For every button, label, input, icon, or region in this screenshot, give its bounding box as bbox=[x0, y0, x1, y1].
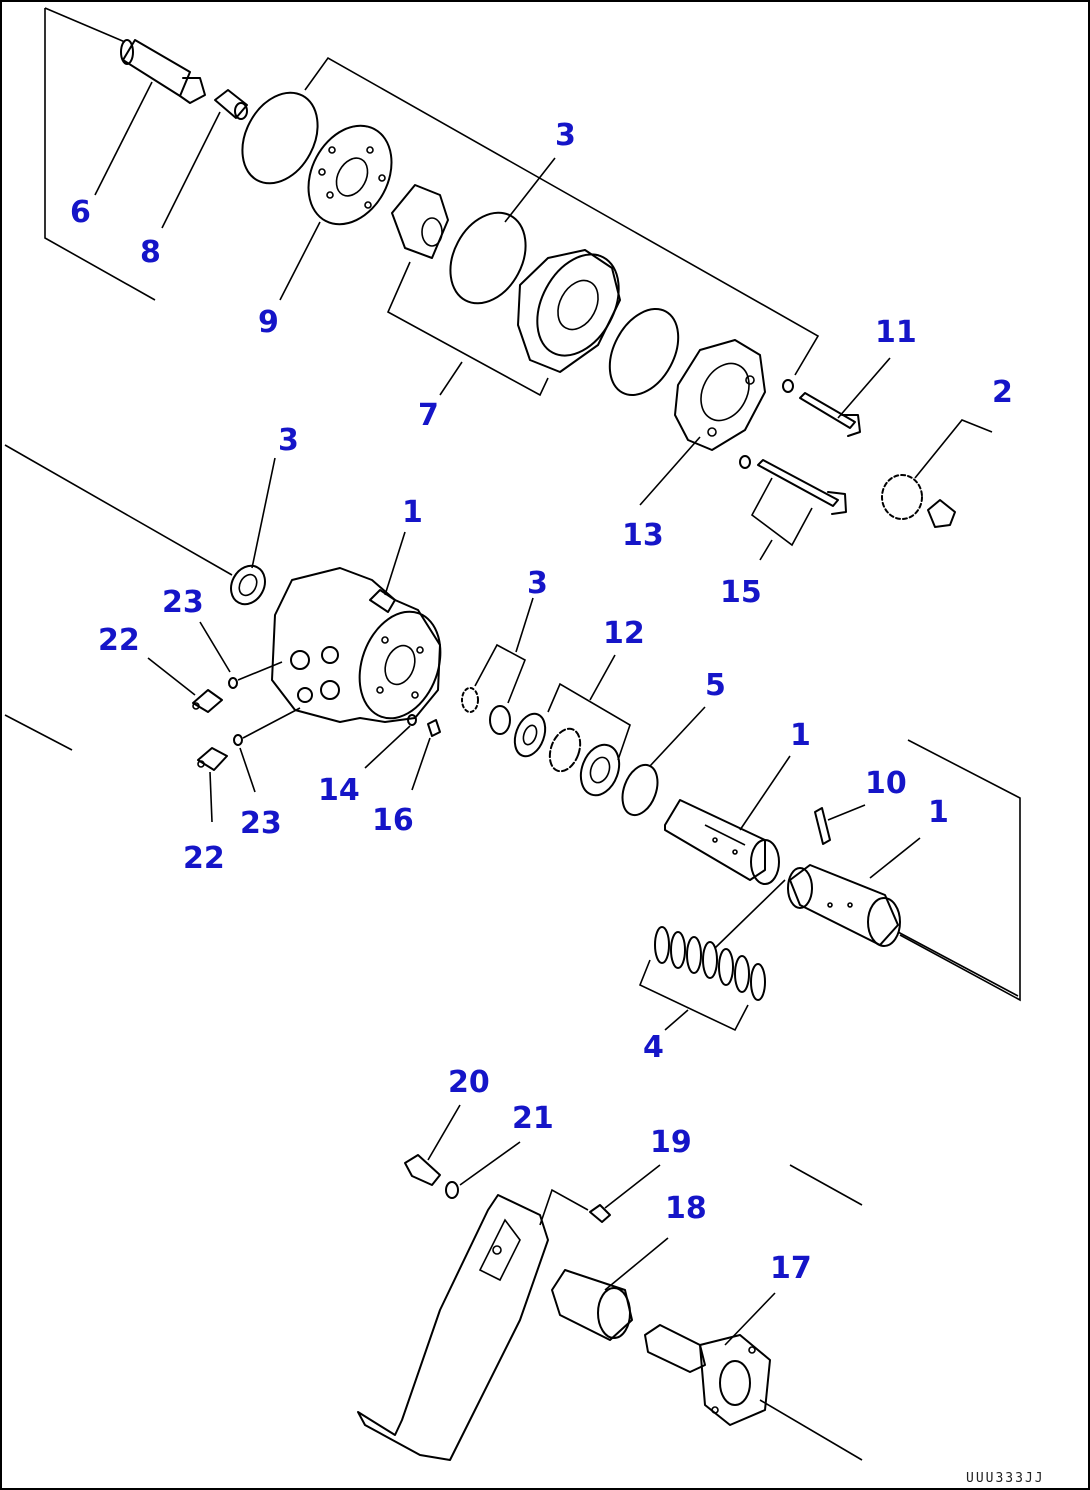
callout-4: 4 bbox=[643, 1030, 664, 1065]
callout-1: 1 bbox=[790, 718, 811, 753]
callout-22: 22 bbox=[183, 841, 225, 876]
callout-14: 14 bbox=[318, 773, 360, 808]
callout-8: 8 bbox=[140, 235, 161, 270]
callout-20: 20 bbox=[448, 1065, 490, 1100]
callout-2: 2 bbox=[992, 375, 1013, 410]
callout-22: 22 bbox=[98, 623, 140, 658]
seal-part-3-housing bbox=[230, 564, 266, 606]
callout-7: 7 bbox=[418, 398, 439, 433]
callout-17: 17 bbox=[770, 1251, 812, 1286]
o-ring-part-23-lower bbox=[233, 734, 243, 746]
callout-12: 12 bbox=[603, 616, 645, 651]
callout-23: 23 bbox=[162, 585, 204, 620]
cap-part-2 bbox=[881, 419, 993, 528]
bushing-part-18 bbox=[551, 1269, 633, 1341]
fitting-part-22-lower bbox=[197, 747, 228, 771]
callout-1: 1 bbox=[402, 495, 423, 530]
callout-1: 1 bbox=[928, 795, 949, 830]
snap-ring-part-5 bbox=[621, 763, 659, 817]
drawing-number: UUU333JJ bbox=[966, 1471, 1045, 1486]
plate-part-9 bbox=[307, 124, 393, 226]
callout-3: 3 bbox=[555, 118, 576, 153]
callout-3: 3 bbox=[527, 566, 548, 601]
callout-5: 5 bbox=[705, 668, 726, 703]
callout-18: 18 bbox=[665, 1191, 707, 1226]
washer-part-21 bbox=[445, 1181, 459, 1199]
bottom-assembly-group bbox=[357, 1154, 863, 1461]
pedal bbox=[357, 1194, 549, 1461]
middle-assembly-group bbox=[4, 444, 1021, 1032]
o-ring-large-left bbox=[241, 91, 319, 185]
callout-6: 6 bbox=[70, 195, 91, 230]
fitting-part-22-upper bbox=[192, 689, 223, 713]
spool-part-1 bbox=[664, 799, 780, 885]
leader-lines bbox=[94, 81, 921, 1346]
ring-set-part-12 bbox=[513, 682, 631, 797]
callout-11: 11 bbox=[875, 315, 917, 350]
sleeve-part-1 bbox=[787, 864, 1019, 997]
pin-part-10 bbox=[814, 807, 831, 845]
top-assembly-group bbox=[44, 7, 993, 547]
pin-part-16 bbox=[427, 719, 441, 737]
spring-set-part-4 bbox=[638, 926, 766, 1032]
screw-part-11 bbox=[782, 379, 861, 437]
spacer-part-8 bbox=[214, 89, 248, 120]
callout-15: 15 bbox=[720, 575, 762, 610]
callout-21: 21 bbox=[512, 1101, 554, 1136]
o-ring-part-23-upper bbox=[228, 677, 238, 689]
callout-23: 23 bbox=[240, 806, 282, 841]
callout-labels: 6 8 9 3 7 11 2 13 15 3 1 23 22 22 23 14 … bbox=[70, 118, 1013, 1286]
callout-19: 19 bbox=[650, 1125, 692, 1160]
pin-part-19 bbox=[589, 1204, 611, 1223]
callout-13: 13 bbox=[622, 518, 664, 553]
shaft-flange-part-17 bbox=[644, 1324, 863, 1461]
seal-part-3-spool bbox=[461, 643, 527, 735]
bolt-part-20 bbox=[404, 1154, 441, 1186]
callout-3: 3 bbox=[278, 423, 299, 458]
valve-housing-part-1 bbox=[271, 567, 442, 723]
end-cover-part-13 bbox=[674, 339, 766, 451]
callout-9: 9 bbox=[258, 305, 279, 340]
screw-part-15 bbox=[739, 455, 847, 547]
gear-set-part-7 bbox=[386, 184, 680, 397]
callout-16: 16 bbox=[372, 803, 414, 838]
bolt-part-6 bbox=[120, 39, 206, 104]
callout-10: 10 bbox=[865, 766, 907, 801]
ball-part-14 bbox=[407, 714, 417, 726]
